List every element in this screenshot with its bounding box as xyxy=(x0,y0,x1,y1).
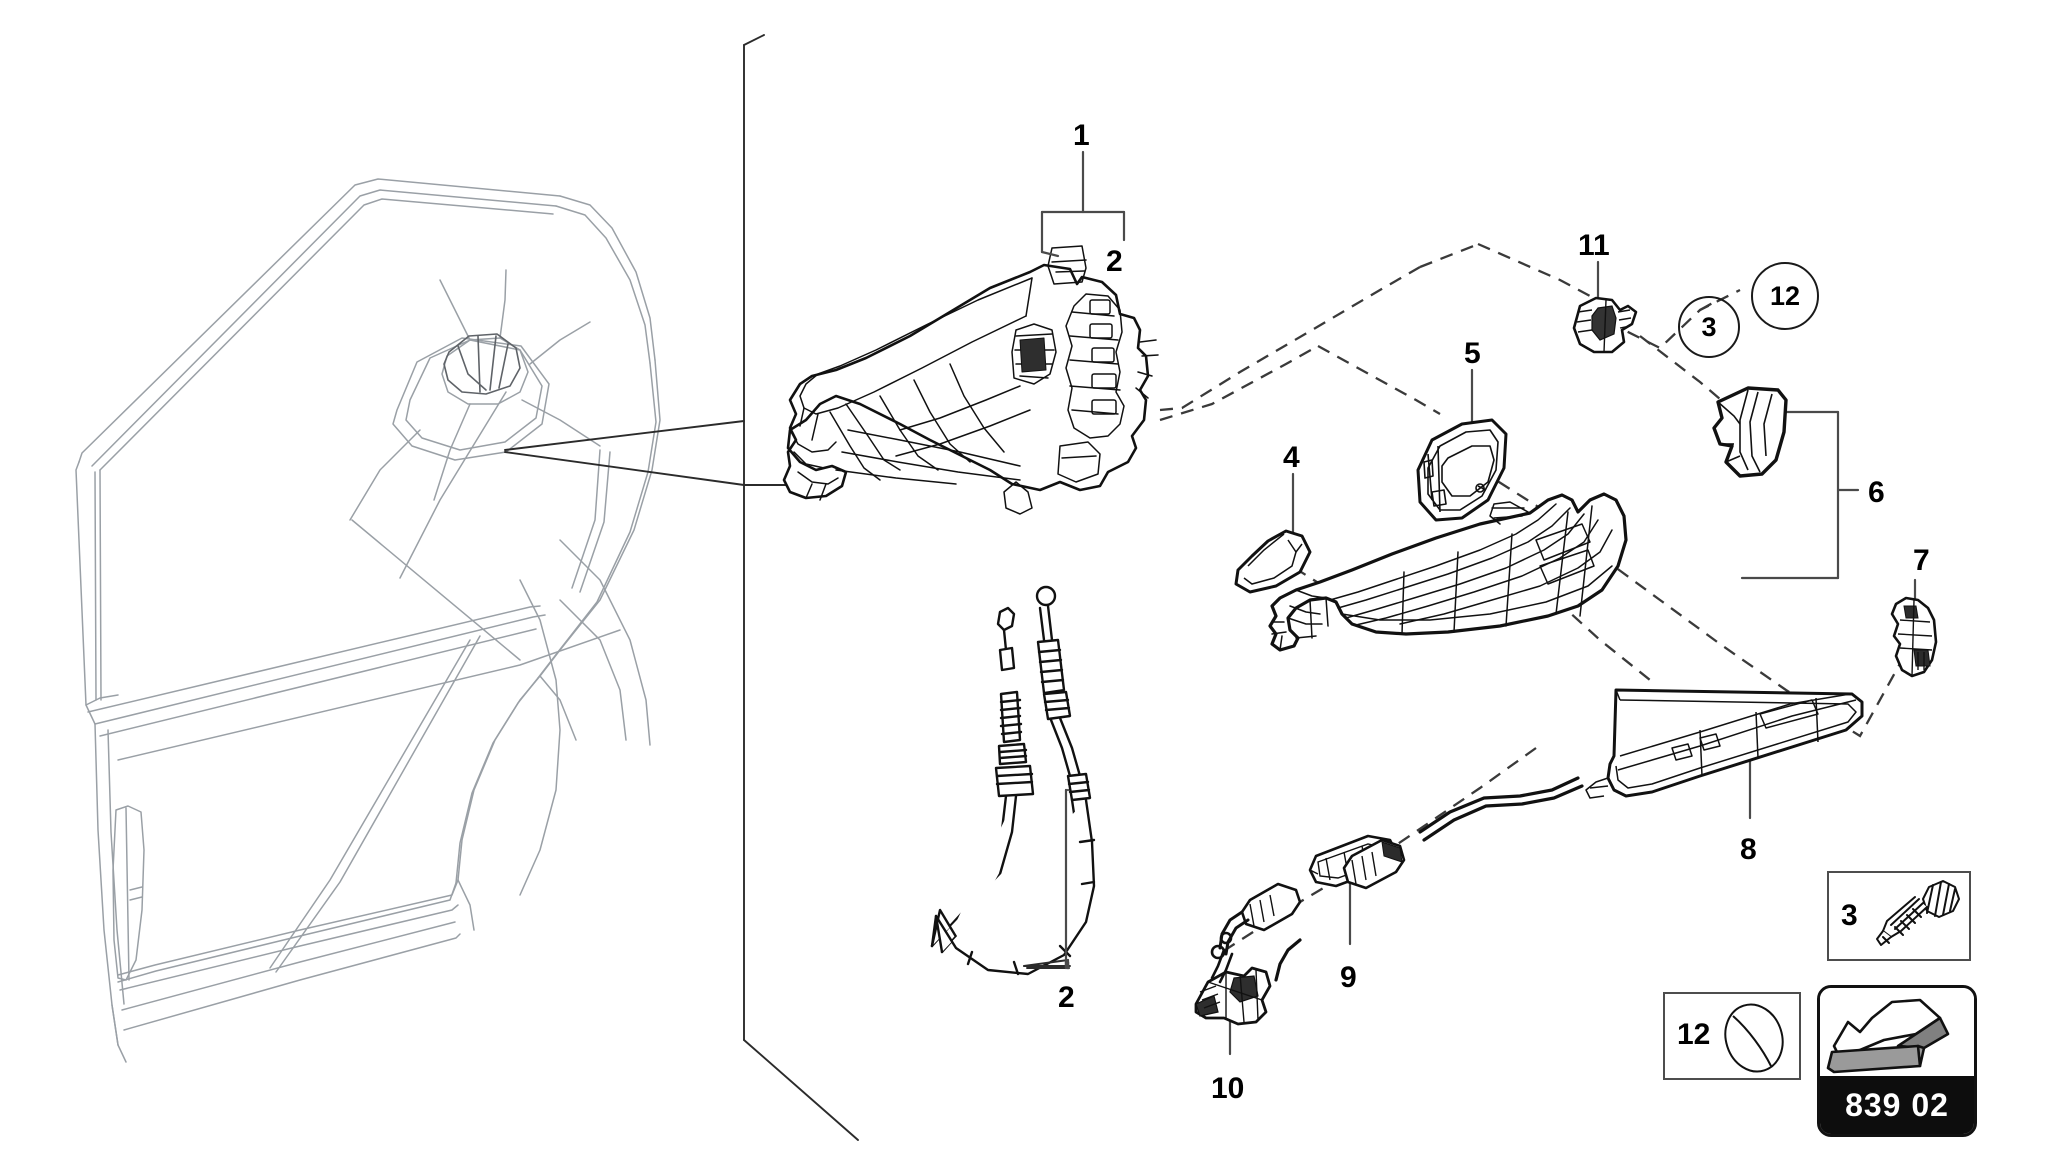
legend-box-screw: 3 xyxy=(1827,871,1971,961)
figure-icon-area xyxy=(1820,988,1974,1080)
callout-3-circled: 3 xyxy=(1678,296,1740,358)
callout-4: 4 xyxy=(1283,441,1300,474)
washer-icon xyxy=(1724,1003,1784,1073)
callout-1: 1 xyxy=(1073,119,1090,152)
callout-3-circled-label: 3 xyxy=(1701,311,1717,342)
legend-screw-number: 3 xyxy=(1841,899,1858,932)
callout-12-circled-label: 12 xyxy=(1769,280,1801,311)
figure-code-label: 839 02 xyxy=(1820,1076,1974,1134)
callout-2-cable: 2 xyxy=(1058,981,1075,1014)
callout-2-assembly: 2 xyxy=(1106,245,1123,278)
hand-pointing-icon xyxy=(1826,998,1950,1074)
figure-code-box: 839 02 xyxy=(1817,985,1977,1137)
callout-9: 9 xyxy=(1340,961,1357,994)
callout-6: 6 xyxy=(1868,476,1885,509)
callout-11: 11 xyxy=(1578,229,1610,262)
legend-box-washer: 12 xyxy=(1663,992,1801,1080)
legend-washer-number: 12 xyxy=(1677,1018,1711,1051)
callout-7: 7 xyxy=(1913,544,1930,577)
callout-10: 10 xyxy=(1211,1072,1245,1105)
callout-8: 8 xyxy=(1740,833,1757,866)
screw-icon xyxy=(1876,880,1960,946)
callout-5: 5 xyxy=(1464,337,1481,370)
callout-12-circled: 12 xyxy=(1751,262,1819,330)
